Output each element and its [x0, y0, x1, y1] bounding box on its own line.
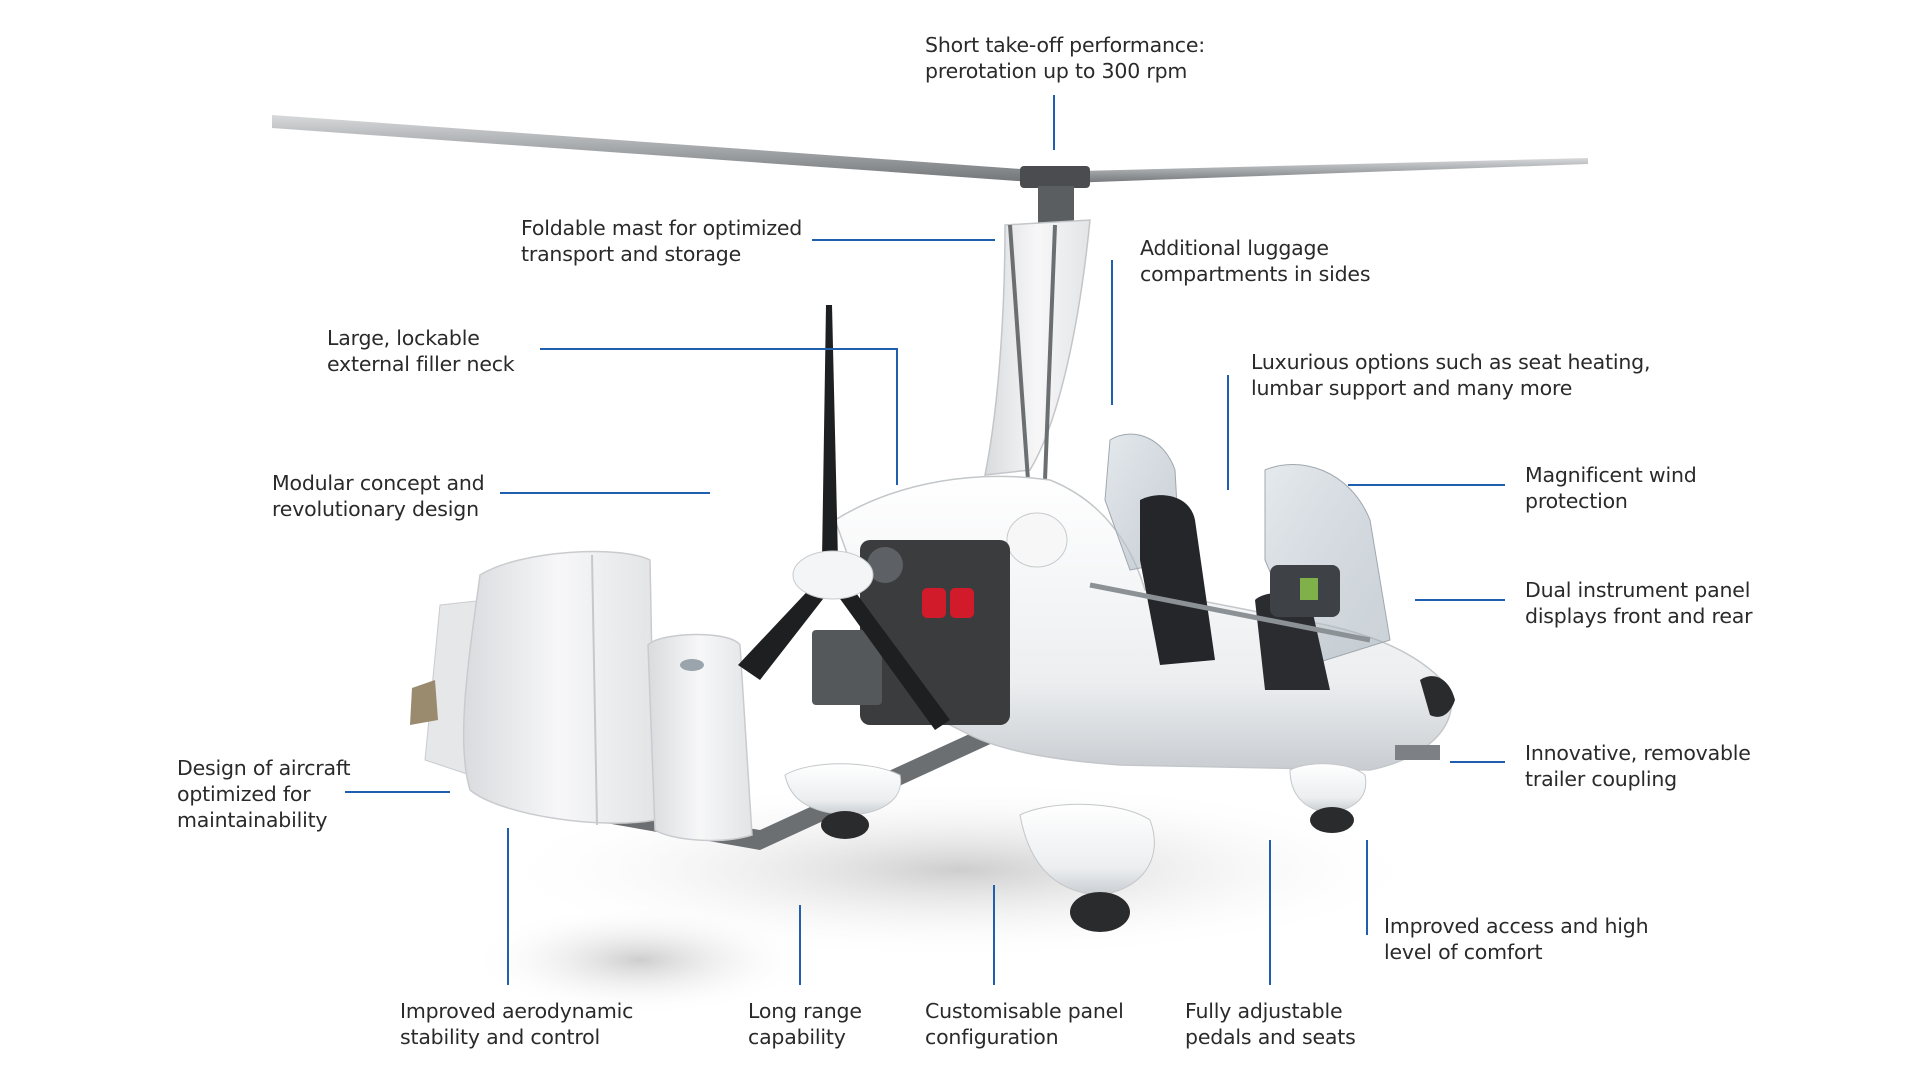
- callout-line: Customisable panel: [925, 999, 1124, 1023]
- callout-takeoff: Short take-off performance: prerotation …: [925, 32, 1205, 84]
- callout-line: Improved aerodynamic: [400, 999, 634, 1023]
- leader-lines: [345, 95, 1505, 985]
- callout-access: Improved access and high level of comfor…: [1384, 913, 1649, 965]
- callout-line: optimized for: [177, 782, 311, 806]
- callout-line: Luxurious options such as seat heating,: [1251, 350, 1651, 374]
- callout-wind: Magnificent wind protection: [1525, 462, 1697, 514]
- main-wheel-fairing: [1019, 803, 1155, 896]
- callout-mast: Foldable mast for optimized transport an…: [521, 215, 802, 267]
- callout-line: displays front and rear: [1525, 604, 1753, 628]
- main-wheel: [1070, 892, 1130, 932]
- callout-line: Design of aircraft: [177, 756, 351, 780]
- callout-line: external filler neck: [327, 352, 515, 376]
- callout-line: Innovative, removable: [1525, 741, 1751, 765]
- nose: [1420, 676, 1455, 717]
- callout-line: configuration: [925, 1025, 1059, 1049]
- callout-maintain: Design of aircraft optimized for maintai…: [177, 755, 351, 833]
- callout-panel: Customisable panel configuration: [925, 998, 1124, 1050]
- callout-luxury: Luxurious options such as seat heating, …: [1251, 349, 1651, 401]
- propeller-spinner: [792, 550, 874, 600]
- front-wheel: [1310, 807, 1354, 833]
- left-wheel-fairing: [784, 763, 902, 816]
- propeller-blade-lower-left: [738, 580, 830, 680]
- propeller-blade-lower-right: [830, 578, 950, 730]
- propeller-blade-top: [822, 305, 838, 560]
- callout-line: Magnificent wind: [1525, 463, 1697, 487]
- tail-fin-seam: [591, 554, 598, 826]
- callout-pedals: Fully adjustable pedals and seats: [1185, 998, 1356, 1050]
- callout-line: compartments in sides: [1140, 262, 1371, 286]
- callout-line: Improved access and high: [1384, 914, 1649, 938]
- engine-body: [860, 540, 1010, 725]
- left-wheel: [821, 811, 869, 839]
- rotor-blade-right: [1040, 158, 1588, 184]
- callout-line: pedals and seats: [1185, 1025, 1356, 1049]
- callout-instrument: Dual instrument panel displays front and…: [1525, 577, 1753, 629]
- leader-filler: [540, 348, 898, 485]
- callout-line: transport and storage: [521, 242, 741, 266]
- engine-cover-red: [950, 588, 974, 618]
- mast: [984, 219, 1091, 476]
- callout-line: Long range: [748, 999, 862, 1023]
- instrument-screen: [1300, 578, 1318, 600]
- rotor-blade-left: [272, 115, 1062, 184]
- mast-strut: [1043, 224, 1057, 481]
- filler-cap: [1006, 512, 1068, 568]
- callout-range: Long range capability: [748, 998, 862, 1050]
- callout-trailer: Innovative, removable trailer coupling: [1525, 740, 1751, 792]
- tail-fin-main: [462, 550, 656, 824]
- ground-shadow-tail: [470, 905, 810, 1015]
- callout-line: Large, lockable: [327, 326, 480, 350]
- callout-line: Additional luggage: [1140, 236, 1329, 260]
- callout-line: capability: [748, 1025, 846, 1049]
- callout-line: maintainability: [177, 808, 328, 832]
- callout-line: prerotation up to 300 rpm: [925, 59, 1188, 83]
- callout-line: Foldable mast for optimized: [521, 216, 803, 240]
- callout-line: stability and control: [400, 1025, 601, 1049]
- tail-rudder-tab: [410, 680, 438, 725]
- callout-filler: Large, lockable external filler neck: [327, 325, 515, 377]
- engine-box: [812, 630, 882, 705]
- callout-line: Fully adjustable: [1185, 999, 1343, 1023]
- canopy-frame: [1089, 582, 1371, 643]
- callout-line: revolutionary design: [272, 497, 479, 521]
- callout-line: Short take-off performance:: [925, 33, 1205, 57]
- rotor-hub: [1020, 166, 1090, 188]
- engine-cover-red: [922, 588, 946, 618]
- callout-line: trailer coupling: [1525, 767, 1677, 791]
- tail-light: [680, 659, 704, 671]
- trailer-coupling: [1395, 745, 1440, 760]
- callout-line: protection: [1525, 489, 1628, 513]
- front-wheel-fairing: [1289, 763, 1367, 813]
- rear-seat: [1140, 495, 1215, 665]
- engine-detail: [867, 547, 903, 583]
- callout-aero: Improved aerodynamic stability and contr…: [400, 998, 633, 1050]
- callout-line: Dual instrument panel: [1525, 578, 1751, 602]
- callout-line: lumbar support and many more: [1251, 376, 1573, 400]
- callout-modular: Modular concept and revolutionary design: [272, 470, 485, 522]
- rotor-head: [1038, 186, 1074, 226]
- callout-line: Modular concept and: [272, 471, 485, 495]
- callout-luggage: Additional luggage compartments in sides: [1140, 235, 1371, 287]
- tail-fin-front: [647, 633, 753, 842]
- callout-line: level of comfort: [1384, 940, 1543, 964]
- mast-strut: [1008, 224, 1030, 481]
